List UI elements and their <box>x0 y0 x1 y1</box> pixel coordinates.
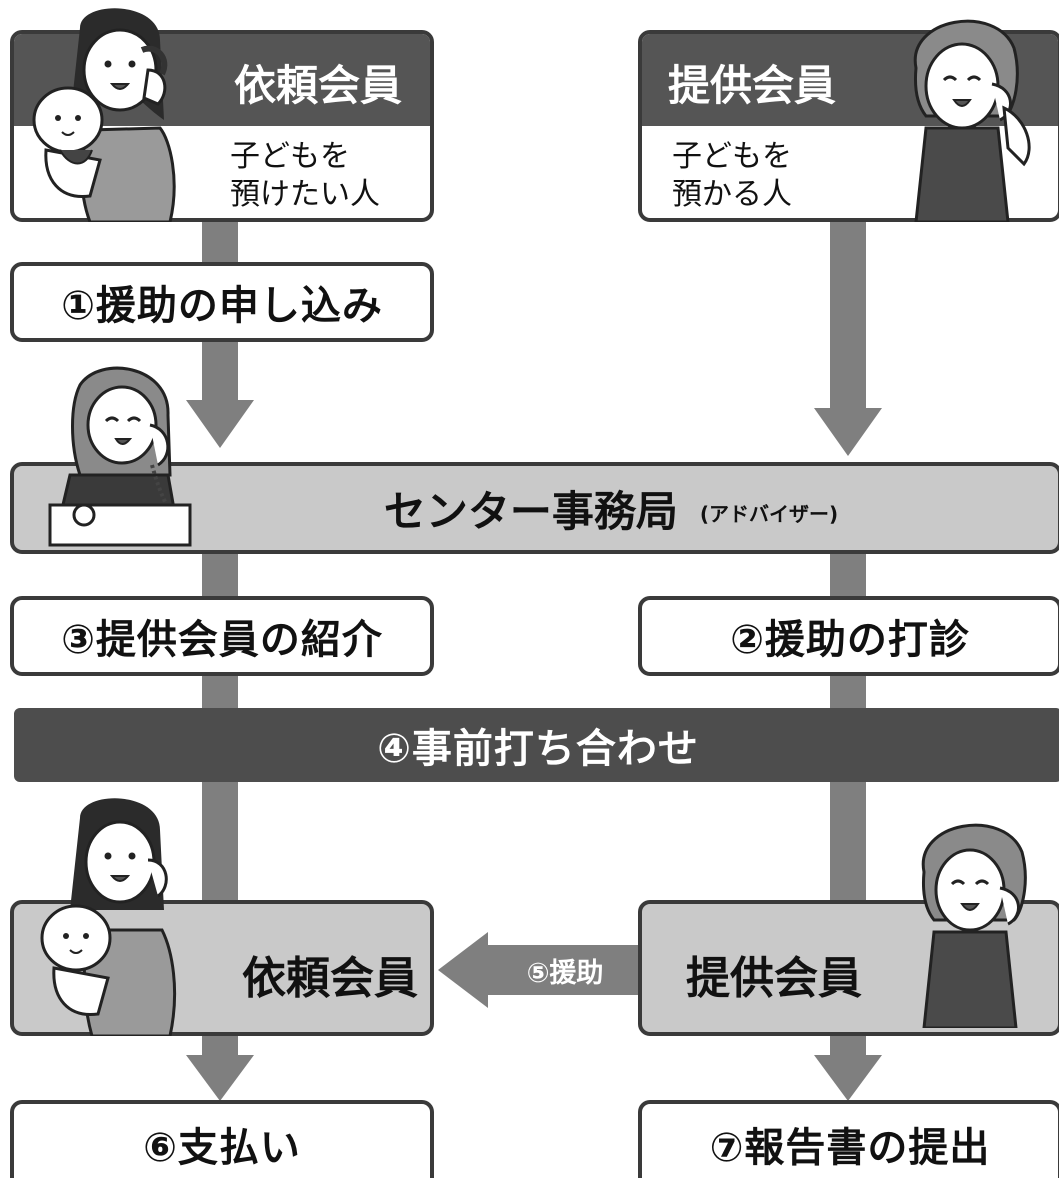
connector-right-1 <box>830 220 866 410</box>
office-worker-illustration <box>48 366 192 547</box>
older-woman-illustration-bottom <box>921 823 1027 1028</box>
mother-with-baby-illustration <box>32 8 176 222</box>
arrow-down-icon <box>186 400 254 448</box>
connector-left-2 <box>202 340 238 400</box>
support-arrow-label: ⑤援助 <box>526 957 604 989</box>
connector-left-5 <box>202 780 238 902</box>
arrow-down-icon <box>186 1055 254 1101</box>
step-4-label: ④事前打ち合わせ <box>377 726 699 772</box>
requester-title: 依頼会員 <box>234 61 403 110</box>
connector-right-3 <box>830 674 866 710</box>
step-2-inquiry-box: ②援助の打診 <box>638 596 1059 676</box>
connector-left-4 <box>202 674 238 710</box>
step-1-apply-box: ①援助の申し込み <box>10 262 434 342</box>
center-office-title: センター事務局 <box>383 486 678 536</box>
connector-right-2 <box>830 552 866 598</box>
mother-with-baby-illustration-bottom <box>40 798 177 1036</box>
step-2-label: ②援助の打診 <box>730 617 970 663</box>
older-woman-illustration <box>913 19 1031 222</box>
connector-left-3 <box>202 552 238 598</box>
arrow-down-icon <box>814 1055 882 1101</box>
step-3-introduce-box: ③提供会員の紹介 <box>10 596 434 676</box>
step-4-meeting-bar: ④事前打ち合わせ <box>14 708 1059 782</box>
requester-desc-line1: 子どもを <box>230 139 350 174</box>
step-1-label: ①援助の申し込み <box>61 283 383 329</box>
connector-right-5 <box>830 1035 866 1057</box>
step-3-label: ③提供会員の紹介 <box>61 617 383 663</box>
connector-left-1 <box>202 220 238 262</box>
requester-bottom-title: 依頼会員 <box>242 953 418 1004</box>
requester-desc-line2: 預けたい人 <box>230 177 380 212</box>
center-office-subtitle: (アドバイザー) <box>699 501 839 526</box>
step-6-label: ⑥支払い <box>143 1125 301 1171</box>
provider-bottom-title: 提供会員 <box>686 953 862 1004</box>
provider-title: 提供会員 <box>668 61 837 110</box>
support-arrow-shaft <box>486 945 644 995</box>
connector-right-4 <box>830 780 866 902</box>
provider-desc-line2: 預かる人 <box>672 177 792 212</box>
connector-left-6 <box>202 1035 238 1057</box>
step-7-report-box: ⑦報告書の提出 <box>638 1100 1059 1178</box>
step-6-payment-box: ⑥支払い <box>10 1100 434 1178</box>
arrow-down-icon <box>814 408 882 456</box>
provider-desc-line1: 子どもを <box>672 139 792 174</box>
step-7-label: ⑦報告書の提出 <box>709 1125 991 1171</box>
arrow-left-icon <box>438 932 488 1008</box>
